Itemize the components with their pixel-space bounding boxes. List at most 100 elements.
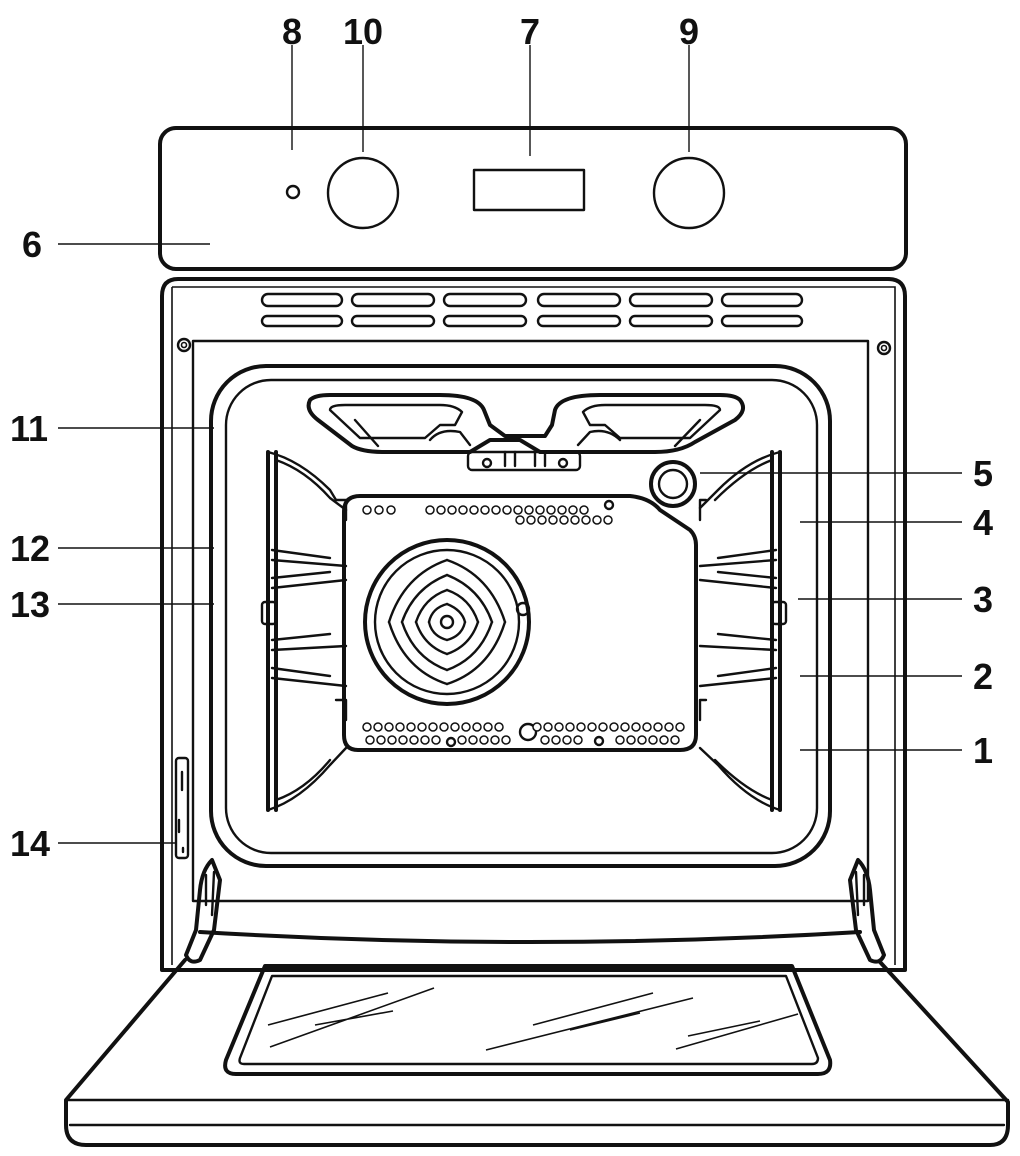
cavity-seal-outer xyxy=(209,364,832,868)
fan-blade xyxy=(445,620,480,656)
vent-hole xyxy=(526,515,536,525)
vent-hole xyxy=(642,722,652,732)
callout-3: 3 xyxy=(973,579,993,620)
left-shelf-level xyxy=(270,632,348,688)
connector-screw xyxy=(557,457,569,469)
vent-hole xyxy=(568,505,578,515)
vent-hole xyxy=(513,505,523,515)
fan-blades xyxy=(387,558,507,686)
vent-slot xyxy=(442,292,528,308)
fan-cover-inner xyxy=(373,548,521,696)
cavity-seal-inner xyxy=(224,378,819,855)
door-hinges xyxy=(184,858,886,964)
callout-9: 9 xyxy=(679,11,699,52)
callout-13: 13 xyxy=(10,584,50,625)
callout-6: 6 xyxy=(22,224,42,265)
left-rail-bottom-arm xyxy=(266,746,348,812)
control-panel xyxy=(158,126,908,271)
back-panel-screw xyxy=(603,499,615,511)
vent-hole xyxy=(479,735,489,745)
right-rail-bottom-arm xyxy=(698,746,782,812)
vent-hole xyxy=(609,722,619,732)
oven-inner-frame xyxy=(171,286,896,965)
fan-cover-screw xyxy=(515,601,531,617)
vent-slot xyxy=(260,292,344,308)
door-glass-inner xyxy=(238,974,820,1066)
glass-reflection xyxy=(485,992,694,1051)
vent-hole xyxy=(494,722,504,732)
display-window xyxy=(472,168,586,212)
vent-hole xyxy=(428,722,438,732)
vent-hole xyxy=(425,505,435,515)
vent-slot xyxy=(628,292,714,308)
door-edge-lines xyxy=(64,1098,1010,1127)
grill-outer-loop xyxy=(306,393,746,454)
back-panel-screw xyxy=(445,736,457,748)
vent-hole xyxy=(384,722,394,732)
right-shelf-level xyxy=(698,548,778,590)
vent-hole xyxy=(615,735,625,745)
vent-hole xyxy=(398,735,408,745)
fan-blade xyxy=(445,620,507,686)
vent-hole xyxy=(675,722,685,732)
fan-cover-outer xyxy=(363,538,531,706)
vent-slot xyxy=(350,314,436,328)
callout-1: 1 xyxy=(973,730,993,771)
screw-left xyxy=(176,337,192,353)
vent-hole xyxy=(551,735,561,745)
right-hinge xyxy=(848,858,886,964)
callout-14: 14 xyxy=(10,823,50,864)
screw-right xyxy=(876,340,892,356)
oven-front-opening xyxy=(191,339,870,903)
vent-hole xyxy=(548,515,558,525)
right-rail-top-arm xyxy=(698,450,782,510)
back-panel-frame xyxy=(342,494,698,752)
vent-hole xyxy=(450,722,460,732)
vent-hole xyxy=(524,505,534,515)
vent-hole xyxy=(603,515,613,525)
fan-blade xyxy=(427,620,449,642)
vent-hole xyxy=(386,505,396,515)
fan-blade xyxy=(445,588,480,624)
fan-blade xyxy=(445,558,507,624)
vent-hole xyxy=(540,735,550,745)
indicator-light xyxy=(285,184,301,200)
door-outline xyxy=(64,958,1010,1147)
vent-hole xyxy=(365,735,375,745)
left-hinge xyxy=(184,858,222,964)
vent-hole xyxy=(587,722,597,732)
vent-hole xyxy=(620,722,630,732)
lamp-housing xyxy=(649,460,697,508)
callout-8: 8 xyxy=(282,11,302,52)
vent-hole xyxy=(659,735,669,745)
fan-blade xyxy=(445,620,494,672)
fan-blade xyxy=(400,573,449,624)
screw-right-center xyxy=(880,344,888,352)
door-glass-outer xyxy=(223,964,833,1076)
vent-hole xyxy=(376,735,386,745)
left-rail-knob xyxy=(260,600,278,626)
vent-hole xyxy=(431,735,441,745)
callout-5: 5 xyxy=(973,453,993,494)
vent-hole xyxy=(543,722,553,732)
door-switch-housing xyxy=(174,756,190,860)
grill-left-coil xyxy=(328,403,464,440)
grill-inner-turns xyxy=(428,429,622,447)
fan-blade xyxy=(414,588,449,624)
vent-hole xyxy=(387,735,397,745)
callout-7: 7 xyxy=(520,11,540,52)
left-knob xyxy=(326,156,400,230)
vent-hole xyxy=(570,515,580,525)
vent-hole xyxy=(409,735,419,745)
left-rail-uprights xyxy=(266,450,278,812)
door-hinge-line xyxy=(198,930,862,944)
vent-hole xyxy=(502,505,512,515)
oven-lamp xyxy=(649,460,697,508)
oven-outer-frame xyxy=(160,277,907,972)
grill-connector-plate xyxy=(466,450,582,472)
vent-hole xyxy=(532,722,542,732)
callout-2: 2 xyxy=(973,656,993,697)
right-hinge-detail xyxy=(854,870,866,917)
vent-hole xyxy=(447,505,457,515)
vent-hole xyxy=(653,722,663,732)
